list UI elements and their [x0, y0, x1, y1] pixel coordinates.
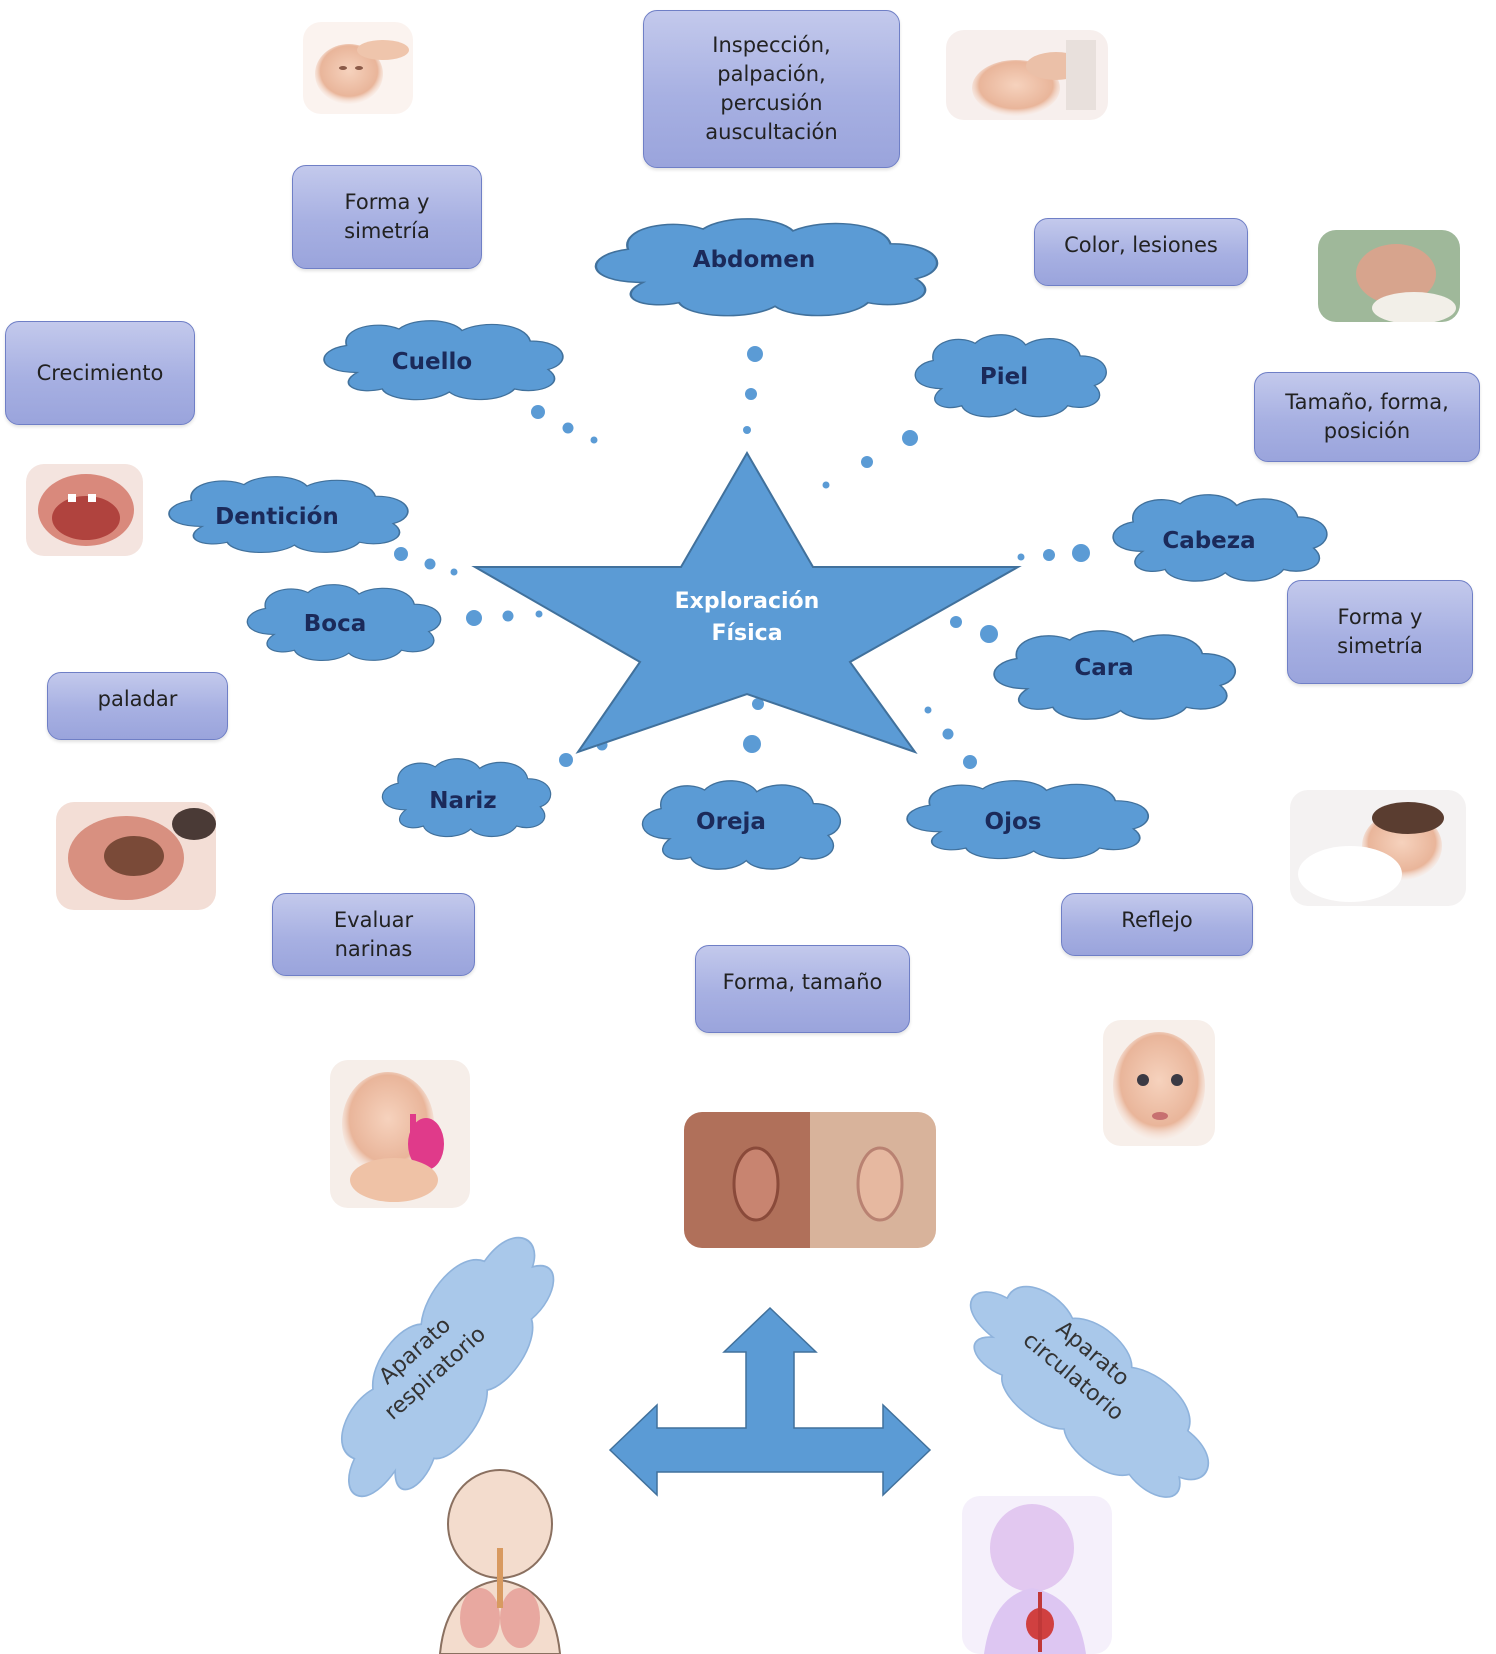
cloud-respiratorio: Aparato respiratorio: [306, 1208, 582, 1530]
cloud-abdomen: Abdomen: [594, 217, 939, 317]
note-oreja-line1: Forma, tamaño: [722, 970, 883, 994]
note-abdomen-line3: percusión: [720, 91, 823, 115]
note-cabeza: Tamaño, forma, posición: [1254, 372, 1480, 462]
note-cara-line2: simetría: [1337, 634, 1423, 658]
note-cuello: Forma y simetría: [292, 165, 482, 269]
note-piel-line1: Color, lesiones: [1064, 233, 1218, 257]
note-cuello-line2: simetría: [344, 219, 430, 243]
baby-skin-photo: [1318, 230, 1460, 322]
cloud-oreja: Oreja: [641, 780, 842, 870]
cloud-piel-label: Piel: [980, 364, 1028, 390]
note-denticion-line1: Crecimiento: [36, 360, 164, 385]
cloud-boca: Boca: [246, 584, 442, 662]
note-cabeza-line1: Tamaño, forma,: [1285, 390, 1449, 414]
note-piel: Color, lesiones: [1034, 218, 1248, 286]
cloud-denticion-label: Dentición: [215, 504, 339, 530]
cloud-ojos: Ojos: [906, 779, 1150, 860]
cloud-circulatorio: Aparato circulatorio: [935, 1251, 1239, 1524]
note-boca: paladar: [47, 672, 228, 740]
note-cabeza-line2: posición: [1323, 419, 1411, 443]
cloud-abdomen-label: Abdomen: [693, 247, 815, 273]
cloud-cabeza: Cabeza: [1112, 494, 1328, 582]
note-oreja: Forma, tamaño: [695, 945, 910, 1033]
cloud-boca-label: Boca: [304, 611, 367, 637]
note-boca-line1: paladar: [97, 687, 178, 711]
baby-palate-photo: [56, 802, 216, 910]
baby-neck-photo: [303, 22, 413, 114]
cloud-denticion: Dentición: [168, 475, 409, 554]
circulatory-illustration: [962, 1496, 1112, 1654]
baby-face-photo: [1103, 1020, 1215, 1146]
cloud-cara-label: Cara: [1074, 655, 1133, 681]
baby-nose-aspirator-photo: [330, 1060, 470, 1208]
three-way-arrow: [608, 1306, 932, 1497]
baby-teeth-photo: [26, 464, 143, 556]
note-nariz-line2: narinas: [334, 936, 413, 961]
cloud-piel: Piel: [914, 334, 1107, 418]
cloud-cuello-label: Cuello: [392, 349, 472, 375]
note-abdomen-line2: palpación,: [717, 62, 826, 86]
baby-abdomen-photo: [946, 30, 1108, 120]
cloud-cara: Cara: [993, 629, 1237, 721]
note-nariz-line1: Evaluar: [333, 907, 414, 932]
note-abdomen-line4: auscultación: [705, 120, 838, 144]
cloud-oreja-label: Oreja: [696, 809, 766, 835]
respiratory-illustration: [410, 1468, 590, 1654]
cloud-nariz: Nariz: [381, 758, 552, 838]
baby-ears-photo: [684, 1112, 936, 1248]
note-nariz: Evaluar narinas: [272, 893, 475, 976]
note-abdomen-line1: Inspección,: [712, 33, 831, 57]
cloud-nariz-label: Nariz: [429, 788, 496, 814]
cloud-cuello: Cuello: [323, 319, 564, 401]
note-abdomen: Inspección, palpación, percusión auscult…: [643, 10, 900, 168]
cloud-cabeza-label: Cabeza: [1162, 528, 1255, 554]
star-title-line2: Física: [711, 621, 782, 646]
cloud-ojos-label: Ojos: [985, 809, 1042, 835]
note-cuello-line1: Forma y: [344, 190, 430, 214]
note-ojos-line1: Reflejo: [1121, 908, 1193, 932]
central-star: [471, 451, 1022, 754]
note-cara-line1: Forma y: [1337, 605, 1423, 629]
star-title-line1: Exploración: [675, 589, 820, 614]
note-cara: Forma y simetría: [1287, 580, 1473, 684]
baby-sleeping-photo: [1290, 790, 1466, 906]
note-denticion: Crecimiento: [5, 321, 195, 425]
note-ojos: Reflejo: [1061, 893, 1253, 956]
